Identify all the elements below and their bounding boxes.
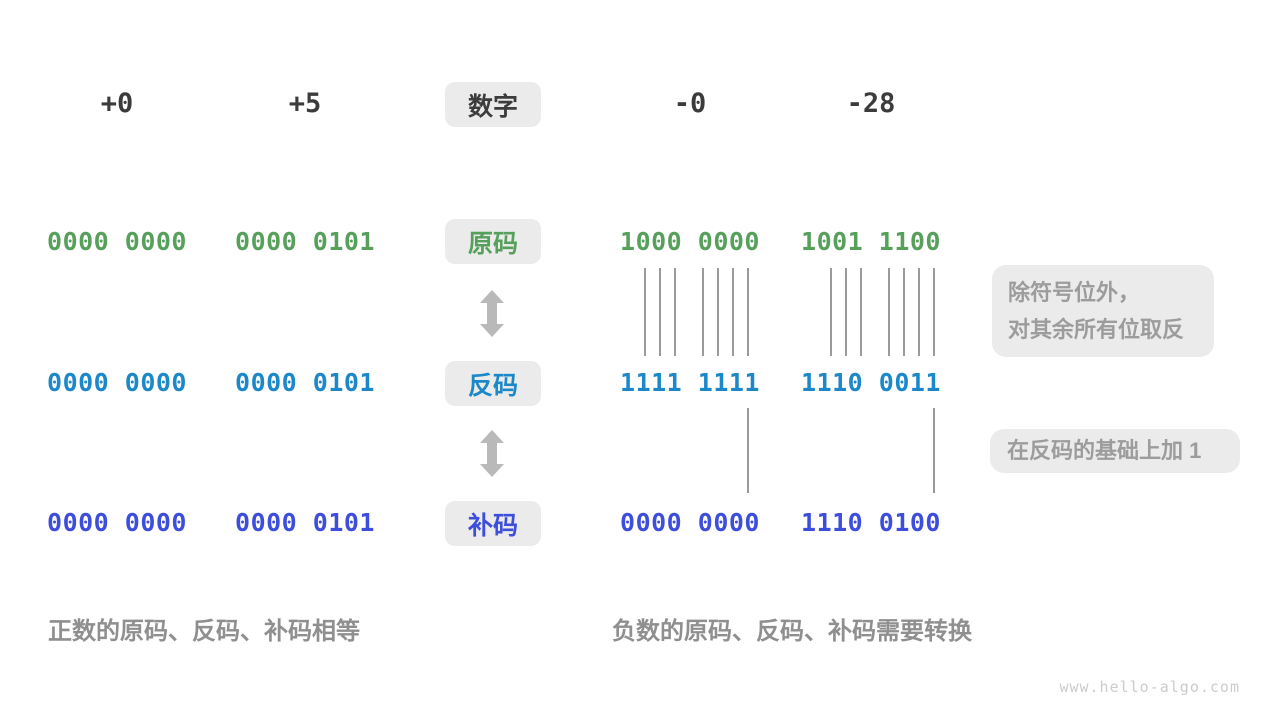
ones-complement-neg-twentyeight: 1110 0011 <box>801 368 941 397</box>
invert-bits-note-line2: 对其余所有位取反 <box>1008 317 1185 342</box>
invert-bits-note: 除符号位外， 对其余所有位取反 <box>992 265 1214 357</box>
label-ones-complement-chip: 反码 <box>445 361 541 406</box>
bit-tick-line <box>644 268 646 356</box>
bit-tick-line <box>933 268 935 356</box>
bit-tick-line <box>860 268 862 356</box>
sign-magnitude-pos-five: 0000 0101 <box>235 227 375 256</box>
twos-complement-pos-zero: 0000 0000 <box>47 508 187 537</box>
negative-numbers-caption: 负数的原码、反码、补码需要转换 <box>612 618 972 645</box>
swap-vertical-arrow-icon <box>480 290 504 337</box>
bit-tick-line <box>830 268 832 356</box>
bit-tick-line <box>747 268 749 356</box>
ones-complement-neg-zero: 1111 1111 <box>620 368 760 397</box>
carry-tick-line <box>933 408 935 493</box>
label-sign-magnitude-chip: 原码 <box>445 219 541 264</box>
bit-tick-line <box>888 268 890 356</box>
positive-numbers-caption: 正数的原码、反码、补码相等 <box>48 618 360 645</box>
label-twos-complement-chip: 补码 <box>445 501 541 546</box>
bit-tick-line <box>918 268 920 356</box>
swap-vertical-arrow-icon <box>480 430 504 477</box>
bit-tick-line <box>717 268 719 356</box>
number-neg-zero: -0 <box>673 88 707 119</box>
twos-complement-pos-five: 0000 0101 <box>235 508 375 537</box>
site-watermark: www.hello-algo.com <box>1059 678 1240 696</box>
label-number-chip: 数字 <box>445 82 541 127</box>
bit-tick-line <box>674 268 676 356</box>
bit-tick-line <box>702 268 704 356</box>
sign-magnitude-pos-zero: 0000 0000 <box>47 227 187 256</box>
bit-tick-line <box>903 268 905 356</box>
bit-tick-line <box>845 268 847 356</box>
ones-complement-pos-zero: 0000 0000 <box>47 368 187 397</box>
sign-magnitude-neg-twentyeight: 1001 1100 <box>801 227 941 256</box>
twos-complement-neg-twentyeight: 1110 0100 <box>801 508 941 537</box>
twos-complement-neg-zero: 0000 0000 <box>620 508 760 537</box>
add-one-note: 在反码的基础上加 1 <box>990 429 1240 473</box>
invert-bits-note-line1: 除符号位外， <box>1008 280 1141 305</box>
bit-tick-line <box>659 268 661 356</box>
bit-tick-line <box>732 268 734 356</box>
number-pos-five: +5 <box>288 88 322 119</box>
carry-tick-line <box>747 408 749 493</box>
number-neg-twentyeight: -28 <box>846 88 896 119</box>
ones-complement-pos-five: 0000 0101 <box>235 368 375 397</box>
sign-magnitude-neg-zero: 1000 0000 <box>620 227 760 256</box>
number-pos-zero: +0 <box>100 88 134 119</box>
